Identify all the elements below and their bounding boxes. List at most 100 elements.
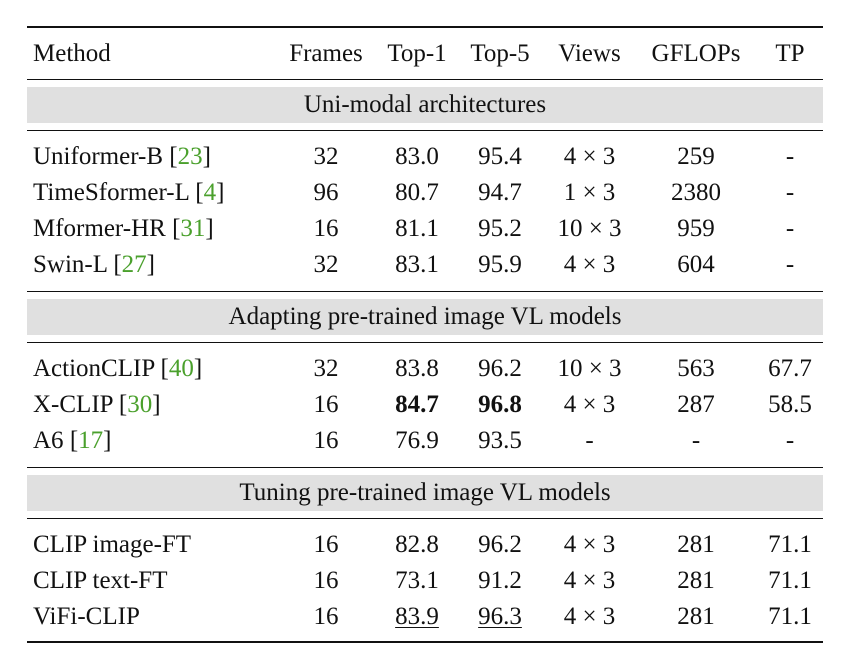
views-cell: -: [585, 427, 594, 454]
gflops-cell: 281: [677, 567, 715, 594]
frames-cell: 16: [313, 391, 339, 418]
table-row: A6 [17] 16 76.9 93.5 - - -: [27, 423, 823, 459]
top1-cell: 83.1: [395, 251, 439, 278]
tp-cell: 71.1: [768, 603, 812, 630]
table-row: ActionCLIP [40] 32 83.8 96.2 10 × 3 563 …: [27, 351, 823, 387]
top5-cell: 96.2: [478, 355, 522, 382]
views-cell: 4 × 3: [563, 251, 616, 278]
method-cell: CLIP image-FT: [33, 531, 192, 558]
views-cell: 1 × 3: [563, 179, 616, 206]
citation-link[interactable]: 30: [127, 391, 153, 418]
tp-cell: -: [785, 179, 795, 206]
table-row: X-CLIP [30] 16 84.7 96.8 4 × 3 287 58.5: [27, 387, 823, 423]
section-rule: [27, 130, 823, 131]
views-cell: 4 × 3: [563, 531, 616, 558]
section-header: Uni-modal architectures: [27, 87, 823, 123]
views-cell: 4 × 3: [563, 391, 616, 418]
frames-cell: 16: [313, 215, 339, 242]
bottom-rule: [27, 641, 823, 643]
gflops-cell: 281: [677, 603, 715, 630]
tp-cell: -: [785, 143, 795, 170]
top5-cell: 96.2: [478, 531, 522, 558]
gflops-cell: 563: [677, 355, 715, 382]
tp-cell: -: [785, 427, 795, 454]
top1-cell: 82.8: [395, 531, 439, 558]
gflops-cell: 604: [677, 251, 715, 278]
table-row: ViFi-CLIP 16 83.9 96.3 4 × 3 281 71.1: [27, 599, 823, 635]
top5-cell: 95.9: [478, 251, 522, 278]
top5-cell: 94.7: [478, 179, 522, 206]
top5-cell-second: 96.3: [478, 603, 522, 630]
header-top1: Top-1: [387, 40, 447, 67]
views-cell: 10 × 3: [557, 355, 622, 382]
views-cell: 4 × 3: [563, 603, 616, 630]
method-cell: Mformer-HR [31]: [33, 215, 214, 242]
header-rule: [27, 79, 823, 80]
top1-cell: 80.7: [395, 179, 439, 206]
frames-cell: 96: [313, 179, 339, 206]
method-cell: CLIP text-FT: [33, 567, 168, 594]
table-row: Mformer-HR [31] 16 81.1 95.2 10 × 3 959 …: [27, 211, 823, 247]
gflops-cell: 281: [677, 531, 715, 558]
tp-cell: -: [785, 215, 795, 242]
method-cell: Uniformer-B [23]: [33, 143, 211, 170]
gflops-cell: 287: [677, 391, 715, 418]
top5-cell: 95.4: [478, 143, 522, 170]
frames-cell: 16: [313, 427, 339, 454]
frames-cell: 32: [313, 251, 339, 278]
citation-link[interactable]: 23: [177, 143, 203, 170]
frames-cell: 16: [313, 603, 339, 630]
views-cell: 4 × 3: [563, 143, 616, 170]
citation-link[interactable]: 17: [78, 427, 104, 454]
citation-link[interactable]: 31: [180, 215, 206, 242]
citation-link[interactable]: 40: [168, 355, 194, 382]
header-views: Views: [558, 40, 621, 67]
frames-cell: 16: [313, 567, 339, 594]
table-row: TimeSformer-L [4] 96 80.7 94.7 1 × 3 238…: [27, 175, 823, 211]
top1-cell: 81.1: [395, 215, 439, 242]
section-end-rule: [27, 467, 823, 468]
top5-cell: 91.2: [478, 567, 522, 594]
frames-cell: 32: [313, 355, 339, 382]
views-cell: 10 × 3: [557, 215, 622, 242]
tp-cell: 67.7: [768, 355, 812, 382]
top5-cell: 93.5: [478, 427, 522, 454]
method-cell: TimeSformer-L [4]: [33, 179, 225, 206]
section-rule: [27, 518, 823, 519]
section-header: Adapting pre-trained image VL models: [27, 299, 823, 335]
method-cell: Swin-L [27]: [33, 251, 155, 278]
section-rule: [27, 342, 823, 343]
table-row: Uniformer-B [23] 32 83.0 95.4 4 × 3 259 …: [27, 139, 823, 175]
method-cell: A6 [17]: [33, 427, 112, 454]
gflops-cell: 2380: [671, 179, 721, 206]
header-method: Method: [33, 40, 111, 67]
header-tp: TP: [775, 40, 805, 67]
gflops-cell: -: [691, 427, 701, 454]
top1-cell-best: 84.7: [395, 391, 439, 418]
top1-cell: 83.8: [395, 355, 439, 382]
section-header: Tuning pre-trained image VL models: [27, 475, 823, 511]
citation-link[interactable]: 4: [203, 179, 217, 206]
header-gflops: GFLOPs: [651, 40, 741, 67]
top-rule: [27, 26, 823, 28]
frames-cell: 16: [313, 531, 339, 558]
header-top5: Top-5: [470, 40, 530, 67]
gflops-cell: 259: [677, 143, 715, 170]
table-row: Swin-L [27] 32 83.1 95.9 4 × 3 604 -: [27, 247, 823, 283]
method-cell: X-CLIP [30]: [33, 391, 161, 418]
header-row: Method Frames Top-1 Top-5 Views GFLOPs T…: [27, 36, 823, 72]
top1-cell: 73.1: [395, 567, 439, 594]
tp-cell: 58.5: [768, 391, 812, 418]
top5-cell-best: 96.8: [478, 391, 522, 418]
top1-cell-second: 83.9: [395, 603, 439, 630]
top1-cell: 83.0: [395, 143, 439, 170]
method-cell: ViFi-CLIP: [33, 603, 140, 630]
top1-cell: 76.9: [395, 427, 439, 454]
tp-cell: -: [785, 251, 795, 278]
section-end-rule: [27, 291, 823, 292]
views-cell: 4 × 3: [563, 567, 616, 594]
tp-cell: 71.1: [768, 531, 812, 558]
citation-link[interactable]: 27: [121, 251, 147, 278]
top5-cell: 95.2: [478, 215, 522, 242]
table-row: CLIP image-FT 16 82.8 96.2 4 × 3 281 71.…: [27, 527, 823, 563]
